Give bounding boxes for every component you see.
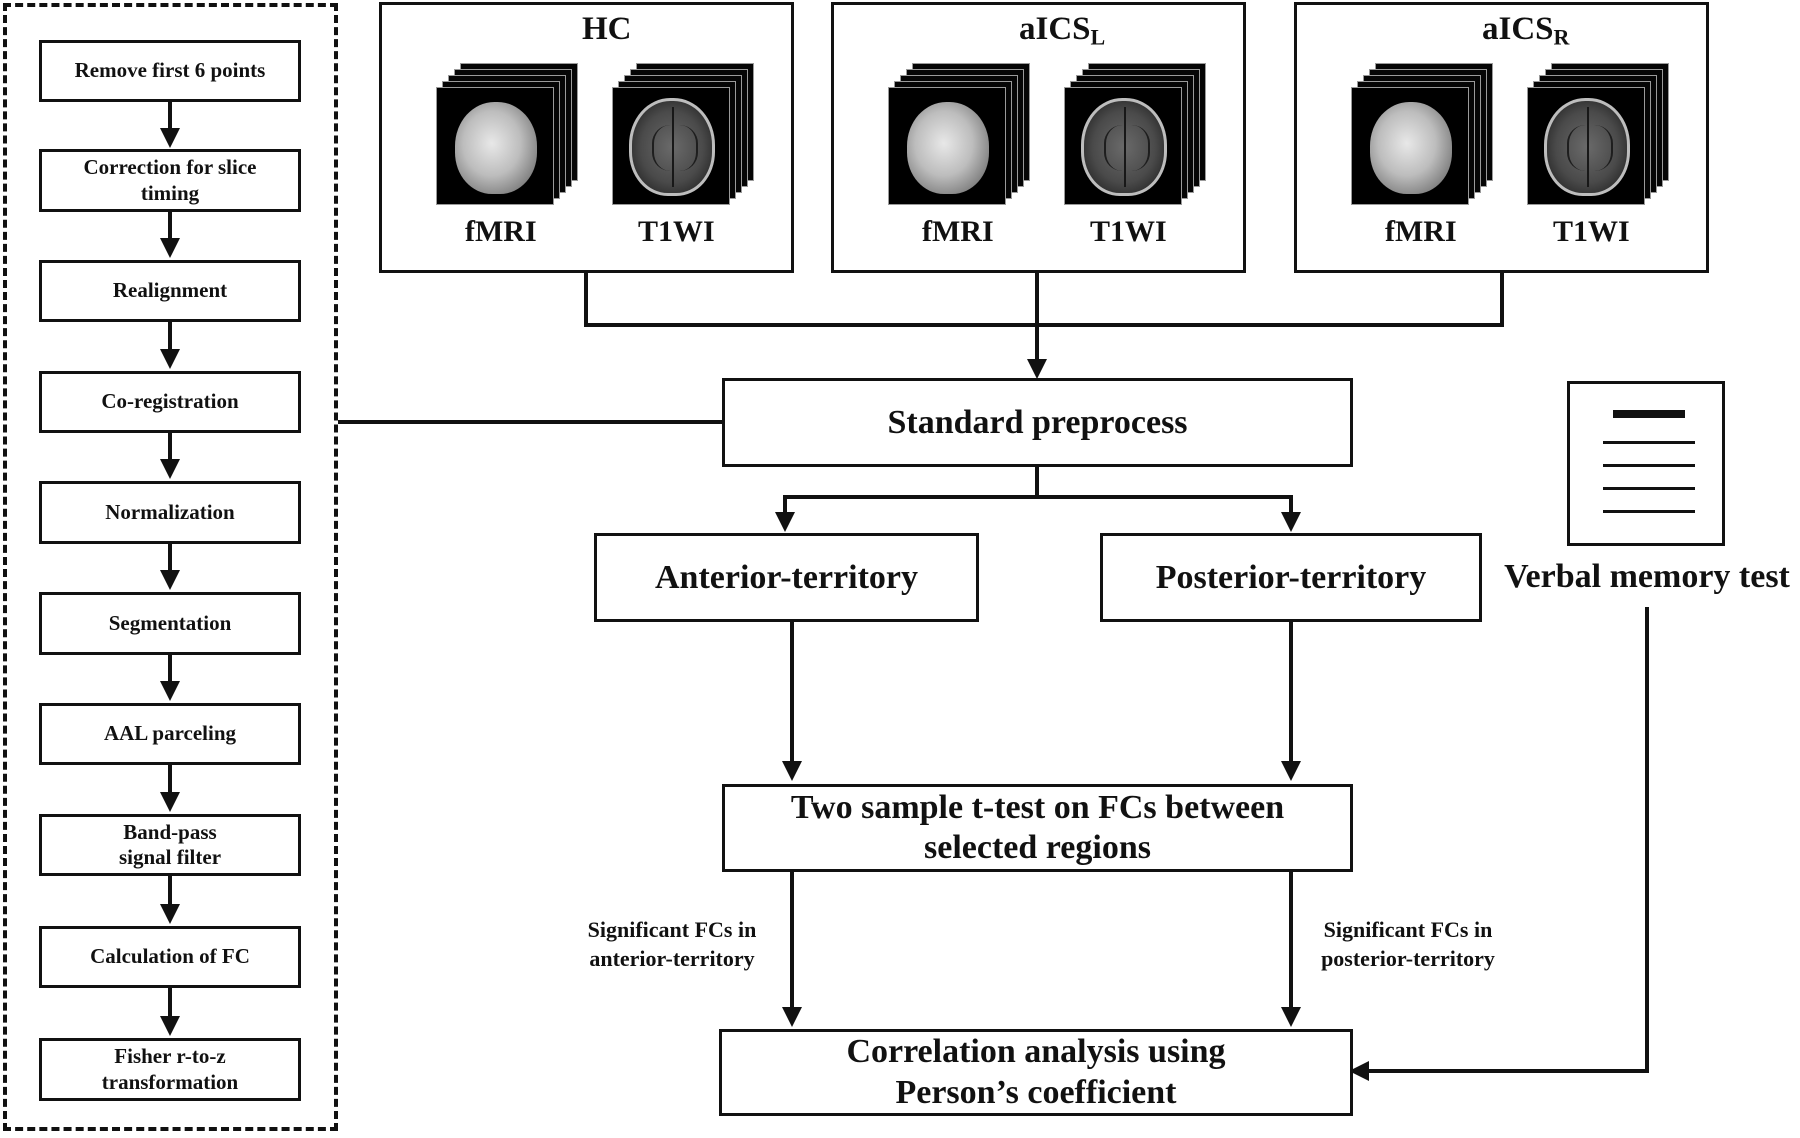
step-realignment: Realignment: [39, 260, 301, 322]
group-hc-panel: HC fMRI T1WI: [379, 2, 794, 273]
preprocessing-pipeline-box: [3, 3, 338, 1131]
t1wi-image-stack: [612, 63, 754, 205]
correlation-analysis-box: Correlation analysis using Person’s coef…: [719, 1029, 1353, 1116]
group-title: aICSR: [1482, 11, 1570, 50]
fmri-image-stack: [888, 63, 1030, 205]
group-aics-l-panel: aICSL fMRI T1WI: [831, 2, 1246, 273]
step-co-registration: Co-registration: [39, 371, 301, 433]
step-segmentation: Segmentation: [39, 592, 301, 655]
step-calculation-of-fc: Calculation of FC: [39, 926, 301, 988]
two-sample-ttest-box: Two sample t-test on FCs between selecte…: [722, 784, 1353, 872]
fmri-label: fMRI: [465, 215, 537, 248]
t1wi-label: T1WI: [1553, 215, 1630, 248]
fmri-image-stack: [436, 63, 578, 205]
significant-posterior-label: Significant FCs in posterior-territory: [1321, 917, 1495, 971]
fmri-image-stack: [1351, 63, 1493, 205]
t1wi-image-stack: [1064, 63, 1206, 205]
step-fisher-transformation: Fisher r-to-z transformation: [39, 1038, 301, 1101]
fmri-label: fMRI: [922, 215, 994, 248]
step-slice-timing: Correction for slice timing: [39, 149, 301, 212]
step-remove-first-points: Remove first 6 points: [39, 40, 301, 102]
group-title: HC: [582, 11, 632, 47]
standard-preprocess-box: Standard preprocess: [722, 378, 1353, 467]
step-normalization: Normalization: [39, 481, 301, 544]
document-icon: [1567, 381, 1725, 546]
groups-merge-line: [584, 273, 1504, 327]
posterior-territory-box: Posterior-territory: [1100, 533, 1482, 622]
preprocess-split-line: [783, 467, 1291, 528]
t1wi-label: T1WI: [1090, 215, 1167, 248]
anterior-territory-box: Anterior-territory: [594, 533, 979, 622]
t1wi-label: T1WI: [638, 215, 715, 248]
t1wi-image-stack: [1527, 63, 1669, 205]
fmri-label: fMRI: [1385, 215, 1457, 248]
verbal-memory-test-label: Verbal memory test: [1504, 558, 1790, 595]
step-band-pass-filter: Band-pass signal filter: [39, 814, 301, 876]
step-aal-parceling: AAL parceling: [39, 703, 301, 765]
memory-to-correlation-arrow: [1349, 607, 1649, 1081]
group-aics-r-panel: aICSR fMRI T1WI: [1294, 2, 1709, 273]
group-title: aICSL: [1019, 11, 1106, 50]
significant-anterior-label: Significant FCs in anterior-territory: [587, 917, 757, 971]
